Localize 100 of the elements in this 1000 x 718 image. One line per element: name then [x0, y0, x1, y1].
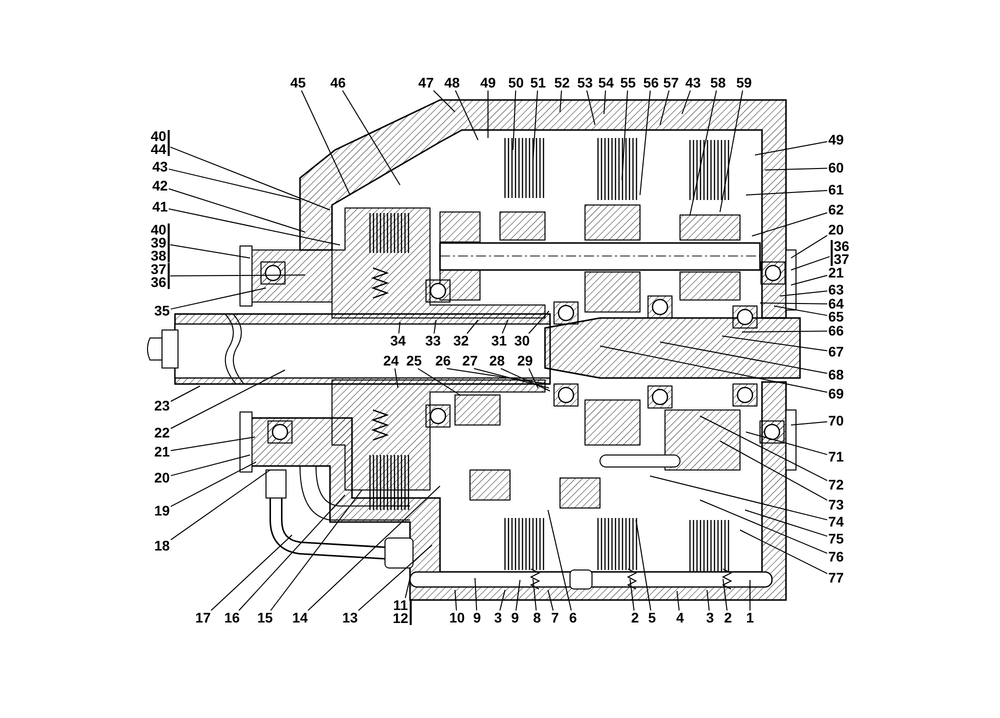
callout-number: 46 [330, 76, 346, 90]
leader-line [744, 510, 828, 537]
callout-number: 19 [154, 504, 170, 518]
leader-line [170, 370, 286, 429]
callout-number: 74 [828, 516, 844, 528]
leader-line [764, 168, 828, 170]
callout-number: 18 [154, 540, 170, 552]
leader-line [466, 320, 478, 334]
leader-line [474, 578, 478, 611]
callout-number: 10 [449, 612, 465, 624]
leader-line [433, 90, 456, 112]
leader-line [170, 470, 270, 540]
leader-line [690, 90, 717, 216]
callout-number: 71 [828, 450, 844, 464]
callout-number: 8 [533, 612, 541, 624]
leader-line [682, 90, 691, 114]
callout-number: 11 12 [392, 599, 412, 625]
leader-line [446, 368, 548, 384]
leader-line [754, 141, 828, 156]
leader-line [170, 462, 256, 507]
callout-number: 64 [828, 298, 844, 310]
leader-line [700, 416, 828, 482]
callout-number: 63 [828, 284, 844, 296]
callout-number: 48 [444, 76, 460, 90]
leader-line [342, 90, 400, 186]
callout-number: 17 [195, 612, 211, 624]
callout-number: 68 [828, 368, 844, 382]
leader-line [790, 274, 828, 286]
callout-number: 57 [663, 76, 679, 90]
leader-line [706, 590, 710, 611]
callout-number: 56 [643, 76, 659, 90]
callout-number: 70 [828, 414, 844, 428]
leader-line [790, 256, 830, 270]
callout-number: 9 [473, 612, 481, 624]
callout-number: 55 [620, 76, 636, 90]
leader-line [170, 244, 250, 258]
leader-line [720, 440, 828, 501]
callout-number: 9 [511, 612, 519, 624]
leader-line [528, 310, 550, 334]
callout-number: 33 [425, 334, 441, 348]
leader-line [394, 368, 398, 388]
callout-number: 21 [828, 266, 844, 280]
leader-line [454, 590, 457, 611]
callout-number: 34 [390, 334, 406, 348]
callout-number: 59 [736, 76, 752, 90]
leader-line [660, 342, 828, 374]
callout-number: 53 [577, 76, 593, 90]
callout-number: 13 [342, 612, 358, 624]
leader-line [454, 90, 478, 140]
callout-number: 69 [828, 388, 844, 400]
leader-line [746, 432, 828, 456]
leader-line [170, 454, 250, 476]
leader-line [532, 90, 538, 160]
callout-number: 61 [828, 184, 844, 196]
callout-number: 77 [828, 572, 844, 584]
callout-number: 14 [292, 612, 308, 624]
leader-line [700, 500, 828, 554]
callout-number: 60 [828, 162, 844, 174]
leader-line [780, 290, 828, 296]
callout-number: 50 [508, 76, 524, 90]
leader-line [168, 188, 306, 232]
callout-number: 2 [724, 612, 732, 624]
leader-line [560, 90, 562, 112]
callout-number: 21 [154, 446, 170, 458]
leader-line [238, 494, 346, 611]
leader-line [170, 146, 330, 210]
callout-number: 4 [676, 612, 684, 624]
callout-number: 31 [491, 334, 507, 348]
callout-number: 32 [453, 334, 469, 348]
leader-line [168, 208, 340, 246]
leader-line [640, 90, 651, 196]
callout-number: 26 [435, 354, 451, 368]
leader-line [170, 386, 200, 402]
callout-number: 45 [290, 76, 306, 90]
callout-number: 36 37 [830, 240, 850, 266]
leader-line [600, 346, 828, 393]
callout-number: 23 [154, 400, 170, 412]
callout-number: 3 [494, 612, 502, 624]
callout-number: 76 [828, 550, 844, 564]
callout-number: 5 [648, 612, 656, 624]
callout-number: 20 [154, 472, 170, 484]
leader-line [774, 306, 828, 316]
callout-number: 16 [224, 612, 240, 624]
callout-number: 3 [706, 612, 714, 624]
leader-line [528, 368, 538, 388]
leader-line [300, 90, 350, 196]
leader-line [307, 486, 440, 611]
callout-number: 58 [710, 76, 726, 90]
callout-number: 35 [154, 304, 170, 318]
callout-number: 29 [517, 354, 533, 368]
leader-line [170, 436, 256, 452]
leader-line [636, 520, 652, 611]
callout-number: 20 [828, 224, 844, 236]
leader-line [746, 190, 828, 196]
callout-number: 62 [828, 204, 844, 216]
leader-line [434, 320, 436, 334]
leader-line [358, 544, 432, 611]
callout-number: 49 [828, 134, 844, 146]
callout-number: 40 39 38 [150, 224, 170, 262]
leader-line [722, 336, 828, 352]
